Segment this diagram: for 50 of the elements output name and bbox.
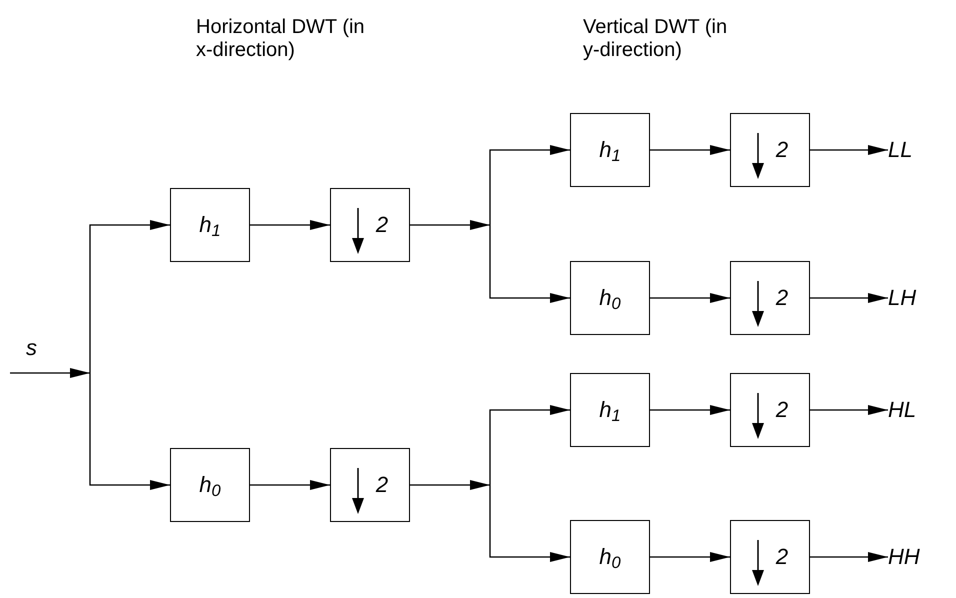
downsample-factor: 2: [376, 474, 388, 496]
arrow: [650, 552, 730, 562]
arrow: [250, 480, 330, 490]
arrow: [410, 480, 490, 490]
filter-box: [570, 261, 650, 335]
filter-box: [170, 188, 250, 262]
downsampler-box: [330, 448, 410, 522]
arrow: [650, 145, 730, 155]
filter-label: h$_{0}$: [599, 287, 621, 309]
arrow: [810, 552, 888, 562]
arrow: [410, 220, 490, 230]
arrow: [89, 220, 170, 373]
arrow: [489, 405, 570, 485]
arrow: [10, 368, 90, 378]
edge-label: s: [26, 337, 37, 359]
arrow: [89, 373, 170, 490]
filter-label: h$_{1}$: [599, 139, 621, 161]
output-label: HH: [888, 546, 920, 568]
output-label: LH: [888, 287, 916, 309]
stage-heading: Vertical DWT (in y-direction): [583, 16, 728, 62]
arrow: [810, 405, 888, 415]
downsampler-box: [730, 113, 810, 187]
downsample-factor: 2: [376, 214, 388, 236]
filter-label: h$_{1}$: [599, 399, 621, 421]
filter-label: h$_{0}$: [199, 474, 221, 496]
downsample-factor: 2: [776, 287, 788, 309]
filter-box: [570, 113, 650, 187]
filter-label: h$_{0}$: [599, 546, 621, 568]
arrow: [650, 293, 730, 303]
arrow: [810, 145, 888, 155]
filter-box: [570, 373, 650, 447]
output-label: HL: [888, 399, 916, 421]
filter-label: h$_{1}$: [199, 214, 221, 236]
filter-box: [170, 448, 250, 522]
stage-heading: Horizontal DWT (in x-direction): [196, 16, 366, 62]
arrow: [489, 225, 570, 303]
downsample-factor: 2: [776, 139, 788, 161]
downsampler-box: [730, 373, 810, 447]
filter-box: [570, 520, 650, 594]
downsampler-box: [330, 188, 410, 262]
arrow: [489, 145, 570, 225]
arrow: [810, 293, 888, 303]
arrow: [489, 485, 570, 562]
downsampler-box: [730, 261, 810, 335]
output-label: LL: [888, 139, 912, 161]
downsample-factor: 2: [776, 546, 788, 568]
arrow: [250, 220, 330, 230]
arrow: [650, 405, 730, 415]
downsampler-box: [730, 520, 810, 594]
downsample-factor: 2: [776, 399, 788, 421]
